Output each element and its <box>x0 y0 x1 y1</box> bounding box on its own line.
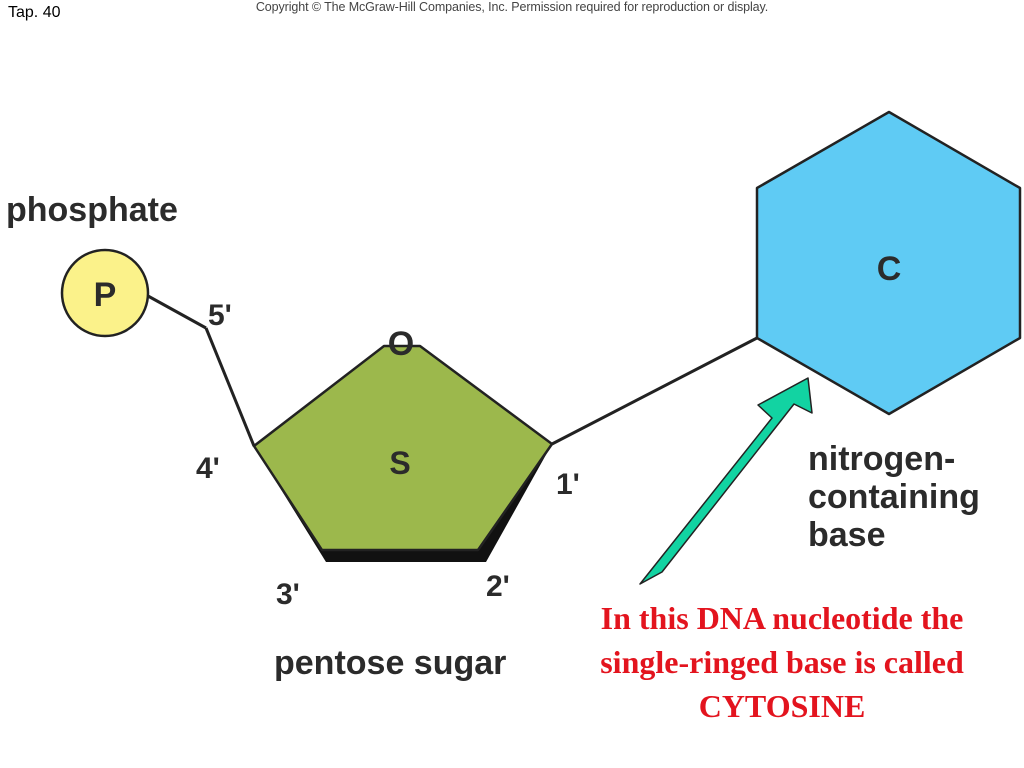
glycosidic-bond <box>551 336 758 446</box>
copyright-notice: Copyright © The McGraw-Hill Companies, I… <box>255 0 769 14</box>
phosphate-circle <box>60 248 150 338</box>
caption-line-2: single-ringed base is called <box>600 644 964 680</box>
cytosine-base-hexagon <box>755 110 1022 416</box>
caption: In this DNA nucleotide the single-ringed… <box>540 596 1024 728</box>
phosphate-bond <box>147 294 207 330</box>
sugar-symbol: S <box>389 445 410 481</box>
pentose-sugar-label: pentose sugar <box>274 644 506 682</box>
carbon-3-label: 3' <box>276 578 300 611</box>
base-label-line-1: nitrogen- <box>808 440 955 478</box>
slide-number-label: Tap. 40 <box>8 4 61 21</box>
caption-line-3: CYTOSINE <box>698 688 866 724</box>
phosphate-symbol: P <box>94 276 117 314</box>
carbon-4-label: 4' <box>196 452 220 485</box>
pointer-arrow <box>639 377 813 585</box>
phosphate-heading: phosphate <box>6 191 178 229</box>
base-symbol: C <box>877 250 902 288</box>
carbon-2-label: 2' <box>486 570 510 603</box>
caption-line-1: In this DNA nucleotide the <box>600 600 964 636</box>
carbon-5-label: 5' <box>208 299 232 332</box>
pentose-sugar-ring <box>252 344 554 552</box>
c5-c4-bond <box>204 327 256 447</box>
ring-oxygen-label: O <box>388 325 414 363</box>
base-label-line-3: base <box>808 516 886 554</box>
carbon-1-label: 1' <box>556 468 580 501</box>
base-label-line-2: containing <box>808 478 980 516</box>
